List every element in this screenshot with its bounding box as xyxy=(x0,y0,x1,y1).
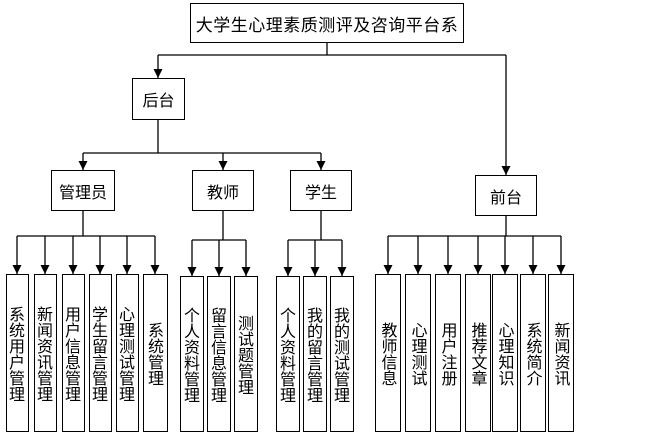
front-item-knowledge: 心理知识 xyxy=(492,274,518,432)
front-item-news: 新闻资讯 xyxy=(548,274,574,432)
admin-item-system: 系统管理 xyxy=(143,274,168,432)
front-item-articles: 推荐文章 xyxy=(465,274,491,432)
admin-item-psych-tests: 心理测试管理 xyxy=(116,274,139,432)
student-item-profile: 个人资料管理 xyxy=(276,276,300,432)
frontend-node: 前台 xyxy=(475,175,537,216)
student-node: 学生 xyxy=(290,170,352,211)
teacher-item-test-questions: 测试题管理 xyxy=(234,276,258,432)
student-item-tests: 我的测试管理 xyxy=(330,276,354,432)
admin-node: 管理员 xyxy=(51,170,115,211)
admin-item-news: 新闻资讯管理 xyxy=(34,274,57,432)
connector-lines xyxy=(12,43,566,276)
admin-item-student-messages: 学生留言管理 xyxy=(89,274,112,432)
student-item-messages: 我的留言管理 xyxy=(303,276,327,432)
backend-node: 后台 xyxy=(132,78,185,120)
root-node: 大学生心理素质测评及咨询平台系 xyxy=(190,3,464,43)
front-item-teacher-info: 教师信息 xyxy=(375,274,401,432)
front-item-register: 用户注册 xyxy=(435,274,461,432)
front-item-psych-test: 心理测试 xyxy=(405,274,431,432)
admin-item-system-users: 系统用户管理 xyxy=(6,274,29,432)
front-item-intro: 系统简介 xyxy=(520,274,546,432)
teacher-item-profile: 个人资料管理 xyxy=(180,276,204,432)
admin-item-user-info: 用户信息管理 xyxy=(62,274,85,432)
teacher-item-messages: 留言信息管理 xyxy=(207,276,231,432)
teacher-node: 教师 xyxy=(192,170,254,211)
